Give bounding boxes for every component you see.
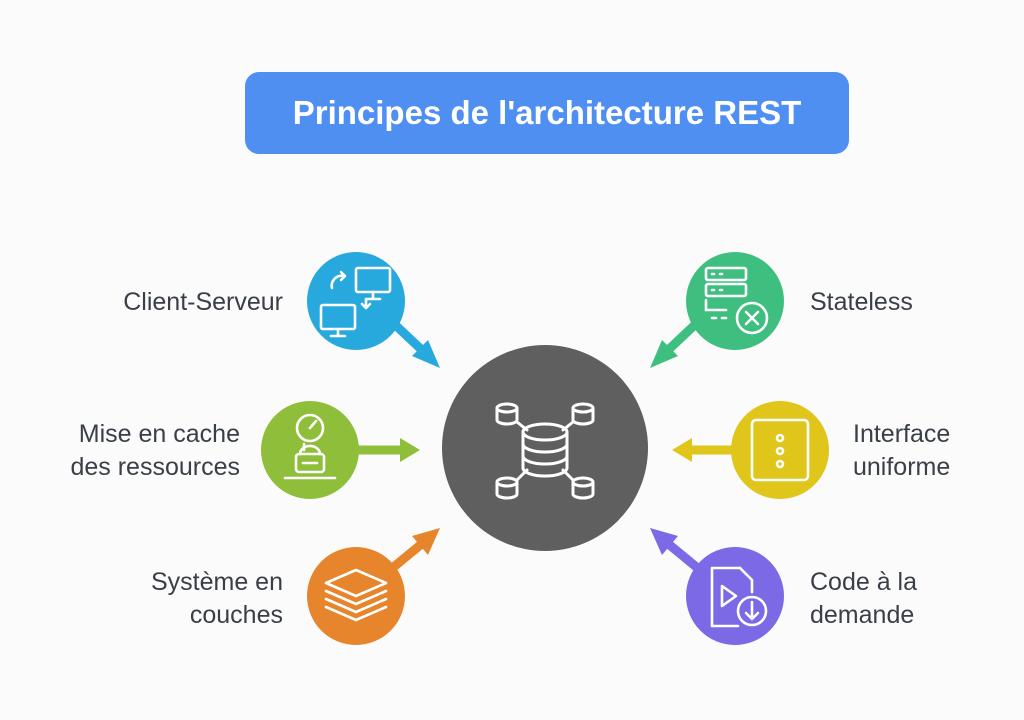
node-code xyxy=(650,528,784,645)
layers-icon xyxy=(324,568,388,622)
label-line: des ressources xyxy=(70,453,240,481)
client-server-icon xyxy=(319,266,392,338)
code-download-icon xyxy=(710,566,768,628)
label-line: Interface xyxy=(853,420,951,448)
database-network-icon xyxy=(495,402,595,500)
label-line: demande xyxy=(810,601,915,629)
label-client-serveur: Client-Serveur xyxy=(123,286,283,319)
label-line: uniforme xyxy=(853,453,951,481)
label-couches: Système en couches xyxy=(151,566,283,632)
label-line: Client-Serveur xyxy=(123,288,283,316)
label-line: couches xyxy=(189,601,283,629)
node-client-serveur xyxy=(307,252,440,368)
label-line: Système en xyxy=(150,568,283,596)
node-couches xyxy=(307,528,440,645)
title-banner: Principes de l'architecture REST xyxy=(245,72,849,154)
center-node xyxy=(442,345,648,551)
cache-user-icon xyxy=(283,413,337,480)
page-title: Principes de l'architecture REST xyxy=(292,94,802,131)
server-cancel-icon xyxy=(704,266,769,335)
label-line: Stateless xyxy=(810,288,913,316)
label-line: Mise en cache xyxy=(78,420,240,448)
label-code: Code à la demande xyxy=(810,566,917,632)
label-interface: Interface uniforme xyxy=(853,418,950,484)
node-stateless xyxy=(650,252,784,368)
uniform-interface-icon xyxy=(750,418,810,482)
label-line: Code à la xyxy=(810,568,918,596)
node-cache xyxy=(261,401,420,499)
label-cache: Mise en cache des ressources xyxy=(70,418,240,484)
node-interface xyxy=(672,401,829,499)
label-stateless: Stateless xyxy=(810,286,913,319)
